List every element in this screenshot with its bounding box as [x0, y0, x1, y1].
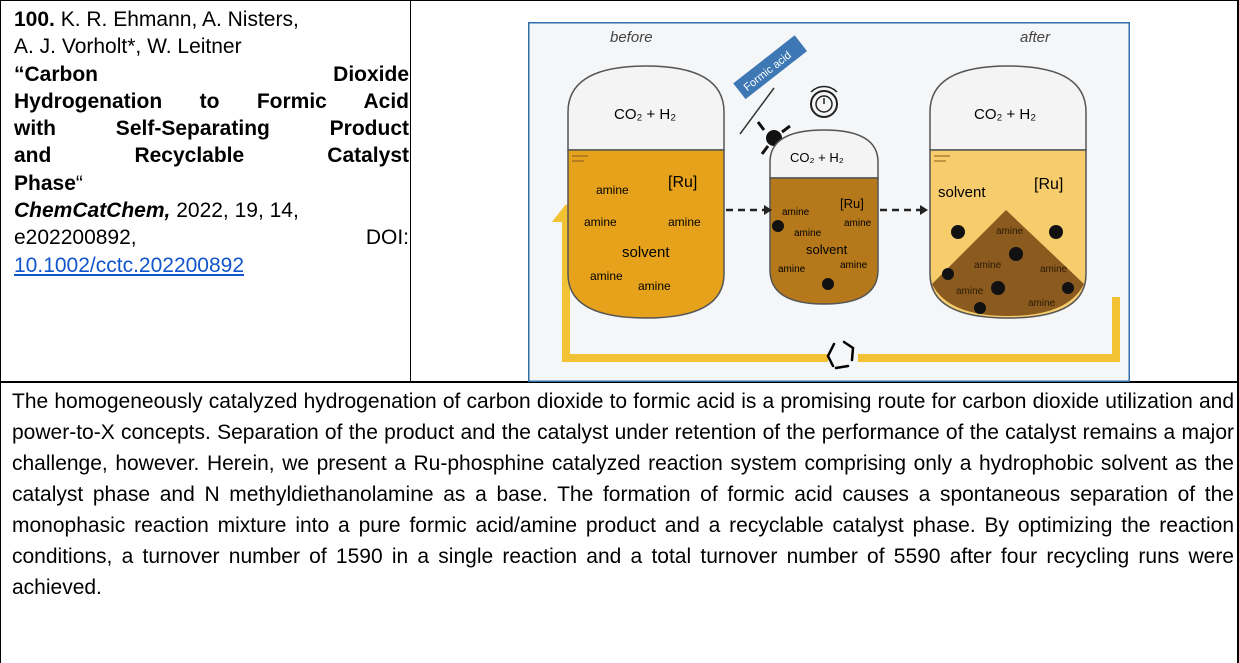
reference-number: 100.: [14, 8, 55, 31]
amine-label-3: amine: [668, 215, 701, 229]
product-phase-cone: [932, 210, 1084, 316]
vessel-before-liquid: [567, 149, 725, 319]
amine-label-m4: amine: [778, 264, 806, 275]
solvent-label-before: solvent: [622, 244, 670, 261]
graphical-abstract: before after CO₂ + H₂ [Ru] amine amine a…: [528, 22, 1130, 382]
amine-label-2: amine: [584, 215, 617, 229]
amine-label-a4: amine: [956, 286, 984, 297]
amine-label-a3: amine: [1040, 264, 1068, 275]
year-volume: 2022, 19, 14,: [176, 199, 299, 223]
journal-name: ChemCatChem,: [14, 199, 171, 223]
solvent-label-after: solvent: [938, 184, 986, 201]
vessel-before-gas: [567, 65, 725, 151]
paper-title-line-2: Hydrogenation to Formic Acid: [14, 89, 409, 113]
vessel-middle: CO₂ + H₂ [Ru] amine amine amine solvent …: [769, 129, 879, 305]
doi-label: DOI:: [365, 226, 409, 250]
amine-label-a2: amine: [974, 260, 1002, 271]
catalyst-label-middle: [Ru]: [840, 196, 864, 211]
table-row-divider: [0, 381, 1239, 383]
paper-title-last-word: Phase: [14, 171, 76, 195]
timer-icon: [810, 85, 838, 118]
graphical-abstract-svg: before after CO₂ + H₂ [Ru] amine amine a…: [528, 22, 1130, 382]
amine-label-m2: amine: [844, 218, 872, 229]
article-id: e202200892,: [14, 226, 137, 250]
vessel-middle-gas: [769, 129, 879, 179]
vessel-middle-liquid: [769, 177, 879, 305]
table-column-divider: [410, 0, 411, 382]
paper-title-line-5: Phase“: [14, 170, 409, 197]
vessel-after: CO₂ + H₂ solvent [Ru] amine amine amine …: [929, 65, 1087, 319]
paper-title-line-4: and Recyclable Catalyst: [14, 144, 409, 168]
amine-label-a1: amine: [996, 226, 1024, 237]
catalyst-label-before: [Ru]: [668, 174, 697, 191]
doi-link[interactable]: 10.1002/cctc.202200892: [14, 253, 245, 277]
amine-label-a5: amine: [1028, 298, 1056, 309]
gas-label-after: CO₂ + H₂: [974, 106, 1036, 123]
authors-line-2: A. J. Vorholt*, W. Leitner: [14, 35, 242, 59]
journal-line: ChemCatChem, 2022, 19, 14,: [14, 197, 409, 224]
solvent-label-middle: solvent: [806, 242, 848, 257]
authors-line-1: 100. K. R. Ehmann, A. Nisters,: [14, 6, 409, 33]
gas-label-middle: CO₂ + H₂: [790, 150, 844, 165]
amine-label-4: amine: [590, 269, 623, 283]
table-border-left: [0, 0, 1, 663]
paper-title-line-1: “Carbon Dioxide: [14, 62, 409, 86]
vessel-before: CO₂ + H₂ [Ru] amine amine amine solvent …: [567, 65, 725, 319]
catalyst-label-after: [Ru]: [1034, 176, 1063, 193]
title-close-quote: “: [75, 171, 83, 195]
paper-title-line-3: with Self-Separating Product: [14, 117, 409, 141]
recycle-loop-left: [562, 297, 828, 362]
table-border-right: [1237, 0, 1239, 663]
recycle-loop-right: [858, 297, 1120, 362]
amine-label-5: amine: [638, 279, 671, 293]
amine-label-m1: amine: [782, 207, 810, 218]
citation-cell: 100. K. R. Ehmann, A. Nisters, A. J. Vor…: [14, 6, 409, 279]
doi-line: 10.1002/cctc.202200892: [14, 252, 409, 279]
table-border-top: [0, 0, 1239, 1]
recycle-loop-up: [562, 218, 570, 308]
label-after: after: [1020, 29, 1051, 46]
article-id-line: e202200892, DOI:: [14, 224, 409, 251]
label-before: before: [610, 29, 653, 46]
amine-label-m3: amine: [794, 228, 822, 239]
vessel-after-gas: [929, 65, 1087, 151]
gas-label-before: CO₂ + H₂: [614, 106, 676, 123]
abstract-text: The homogeneously catalyzed hydrogenatio…: [12, 390, 1234, 599]
recycle-icon: [826, 340, 855, 370]
amine-label-1: amine: [596, 183, 629, 197]
authors-text-1: K. R. Ehmann, A. Nisters,: [60, 8, 299, 31]
amine-label-m5: amine: [840, 260, 868, 271]
